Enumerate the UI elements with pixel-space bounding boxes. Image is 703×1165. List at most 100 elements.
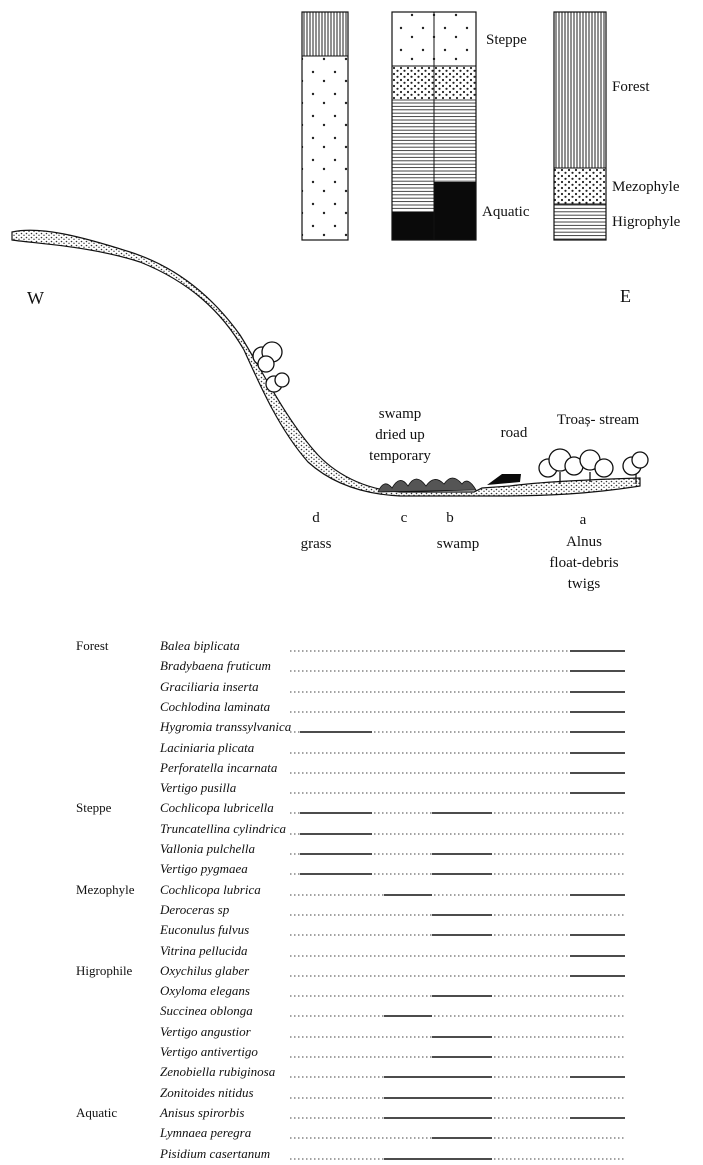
- species-name: Succinea oblonga: [160, 1001, 253, 1021]
- table-row: Zonitoides nitidus: [0, 1083, 703, 1104]
- presence-track: [0, 1144, 703, 1165]
- table-row: Steppe Cochlicopa lubricella: [0, 798, 703, 819]
- site-desc-a-1: Alnus: [566, 534, 602, 551]
- habitat-column-d: [302, 12, 348, 240]
- group-label: Mezophyle: [76, 880, 134, 900]
- species-name: Cochlicopa lubrica: [160, 880, 261, 900]
- label-mezophyle: Mezophyle: [612, 179, 679, 196]
- table-row: Vertigo pusilla: [0, 778, 703, 799]
- table-row: Zenobiella rubiginosa: [0, 1062, 703, 1083]
- species-name: Deroceras sp: [160, 900, 229, 920]
- table-row: Laciniaria plicata: [0, 738, 703, 759]
- species-name: Euconulus fulvus: [160, 920, 249, 940]
- slope-shrub-icon: [253, 342, 289, 392]
- presence-track: [0, 758, 703, 779]
- presence-track: [0, 981, 703, 1002]
- species-name: Oxyloma elegans: [160, 981, 250, 1001]
- habitat-column-a: [554, 12, 606, 240]
- table-row: Cochlodina laminata: [0, 697, 703, 718]
- presence-track: [0, 1083, 703, 1104]
- table-row: Graciliaria inserta: [0, 677, 703, 698]
- label-higrophyle: Higrophyle: [612, 214, 680, 231]
- species-name: Truncatellina cylindrica: [160, 819, 286, 839]
- species-name: Graciliaria inserta: [160, 677, 259, 697]
- species-name: Zenobiella rubiginosa: [160, 1062, 275, 1082]
- presence-track: [0, 1042, 703, 1063]
- habitat-column-b: [434, 12, 476, 240]
- species-name: Vitrina pellucida: [160, 941, 248, 961]
- table-row: Deroceras sp: [0, 900, 703, 921]
- species-name: Pisidium casertanum: [160, 1144, 270, 1164]
- group-label: Forest: [76, 636, 109, 656]
- label-road: road: [501, 425, 528, 442]
- label-swamp-line1: swamp: [379, 406, 422, 423]
- label-east: E: [620, 288, 631, 305]
- species-name: Bradybaena fruticum: [160, 656, 271, 676]
- table-row: Bradybaena fruticum: [0, 656, 703, 677]
- label-swamp-line3: temporary: [369, 448, 431, 465]
- presence-track: [0, 819, 703, 840]
- presence-track: [0, 697, 703, 718]
- table-row: Euconulus fulvus: [0, 920, 703, 941]
- presence-track: [0, 738, 703, 759]
- species-name: Vallonia pulchella: [160, 839, 255, 859]
- presence-track: [0, 859, 703, 880]
- site-desc-b: swamp: [437, 536, 480, 553]
- species-name: Vertigo pygmaea: [160, 859, 248, 879]
- swamp-vegetation: [378, 478, 476, 492]
- table-row: Oxyloma elegans: [0, 981, 703, 1002]
- species-name: Lymnaea peregra: [160, 1123, 251, 1143]
- table-row: Vitrina pellucida: [0, 941, 703, 962]
- label-west: W: [27, 290, 44, 307]
- species-name: Zonitoides nitidus: [160, 1083, 254, 1103]
- table-row: Pisidium casertanum: [0, 1144, 703, 1165]
- table-row: Vertigo pygmaea: [0, 859, 703, 880]
- habitat-column-c: [392, 12, 434, 240]
- site-letter-b: b: [446, 510, 454, 527]
- table-row: Vertigo angustior: [0, 1022, 703, 1043]
- presence-track: [0, 656, 703, 677]
- valley-profile-diagram: [0, 0, 703, 600]
- group-label: Steppe: [76, 798, 111, 818]
- table-row: Vertigo antivertigo: [0, 1042, 703, 1063]
- table-row: Perforatella incarnata: [0, 758, 703, 779]
- site-desc-a-2: float-debris: [549, 555, 618, 572]
- site-letter-d: d: [312, 510, 320, 527]
- label-steppe: Steppe: [486, 32, 527, 49]
- label-forest: Forest: [612, 79, 650, 96]
- site-desc-d: grass: [301, 536, 332, 553]
- species-name: Cochlodina laminata: [160, 697, 270, 717]
- species-name: Anisus spirorbis: [160, 1103, 244, 1123]
- label-aquatic: Aquatic: [482, 204, 529, 221]
- site-letter-c: c: [401, 510, 408, 527]
- presence-track: [0, 778, 703, 799]
- table-row: Vallonia pulchella: [0, 839, 703, 860]
- presence-track: [0, 1022, 703, 1043]
- presence-track: [0, 920, 703, 941]
- group-label: Higrophile: [76, 961, 132, 981]
- table-row: Hygromia transsylvanica: [0, 717, 703, 738]
- species-name: Laciniaria plicata: [160, 738, 254, 758]
- species-name: Vertigo antivertigo: [160, 1042, 258, 1062]
- presence-track: [0, 839, 703, 860]
- presence-track: [0, 900, 703, 921]
- species-name: Hygromia transsylvanica: [160, 717, 291, 737]
- presence-track: [0, 717, 703, 738]
- table-row: Truncatellina cylindrica: [0, 819, 703, 840]
- site-letter-a: a: [580, 512, 587, 529]
- species-name: Cochlicopa lubricella: [160, 798, 274, 818]
- label-stream: Troaș- stream: [557, 412, 639, 429]
- species-name: Vertigo pusilla: [160, 778, 236, 798]
- road-block: [487, 474, 521, 485]
- presence-track: [0, 1062, 703, 1083]
- table-row: Lymnaea peregra: [0, 1123, 703, 1144]
- site-desc-a-3: twigs: [568, 576, 601, 593]
- presence-track: [0, 1123, 703, 1144]
- label-swamp-line2: dried up: [375, 427, 425, 444]
- presence-track: [0, 677, 703, 698]
- species-name: Vertigo angustior: [160, 1022, 251, 1042]
- species-name: Perforatella incarnata: [160, 758, 277, 778]
